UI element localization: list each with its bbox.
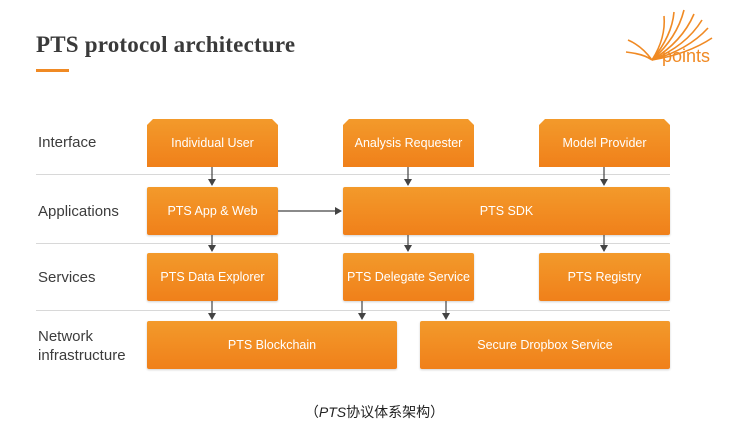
row-separator bbox=[36, 174, 670, 175]
caption-open: （ bbox=[304, 404, 319, 420]
caption-rest: 协议体系架构） bbox=[346, 404, 445, 420]
row-label-interface: Interface bbox=[38, 134, 97, 151]
row-label-network: Network infrastructure bbox=[38, 327, 126, 365]
row-label-network-line2: infrastructure bbox=[38, 347, 126, 364]
box-secure-dropbox-service: Secure Dropbox Service bbox=[420, 321, 670, 369]
caption-pts: PTS bbox=[318, 404, 347, 420]
box-pts-registry: PTS Registry bbox=[539, 253, 670, 301]
box-individual-user: Individual User bbox=[147, 119, 278, 167]
box-analysis-requester: Analysis Requester bbox=[343, 119, 474, 167]
box-model-provider: Model Provider bbox=[539, 119, 670, 167]
points-logo-icon bbox=[625, 9, 713, 61]
page-title: PTS protocol architecture bbox=[36, 32, 296, 57]
box-pts-app-web: PTS App & Web bbox=[147, 187, 278, 235]
logo-text: points bbox=[662, 46, 711, 66]
row-label-applications: Applications bbox=[38, 203, 119, 220]
box-pts-data-explorer: PTS Data Explorer bbox=[147, 253, 278, 301]
box-pts-blockchain: PTS Blockchain bbox=[147, 321, 397, 369]
row-separator bbox=[36, 310, 670, 311]
box-pts-sdk: PTS SDK bbox=[343, 187, 670, 235]
box-pts-delegate-service: PTS Delegate Service bbox=[343, 253, 474, 301]
row-label-services: Services bbox=[38, 269, 96, 286]
row-label-network-line1: Network bbox=[38, 328, 94, 345]
title-underline bbox=[36, 69, 69, 72]
figure-caption: （PTS协议体系架构） bbox=[0, 402, 749, 422]
row-separator bbox=[36, 243, 670, 244]
